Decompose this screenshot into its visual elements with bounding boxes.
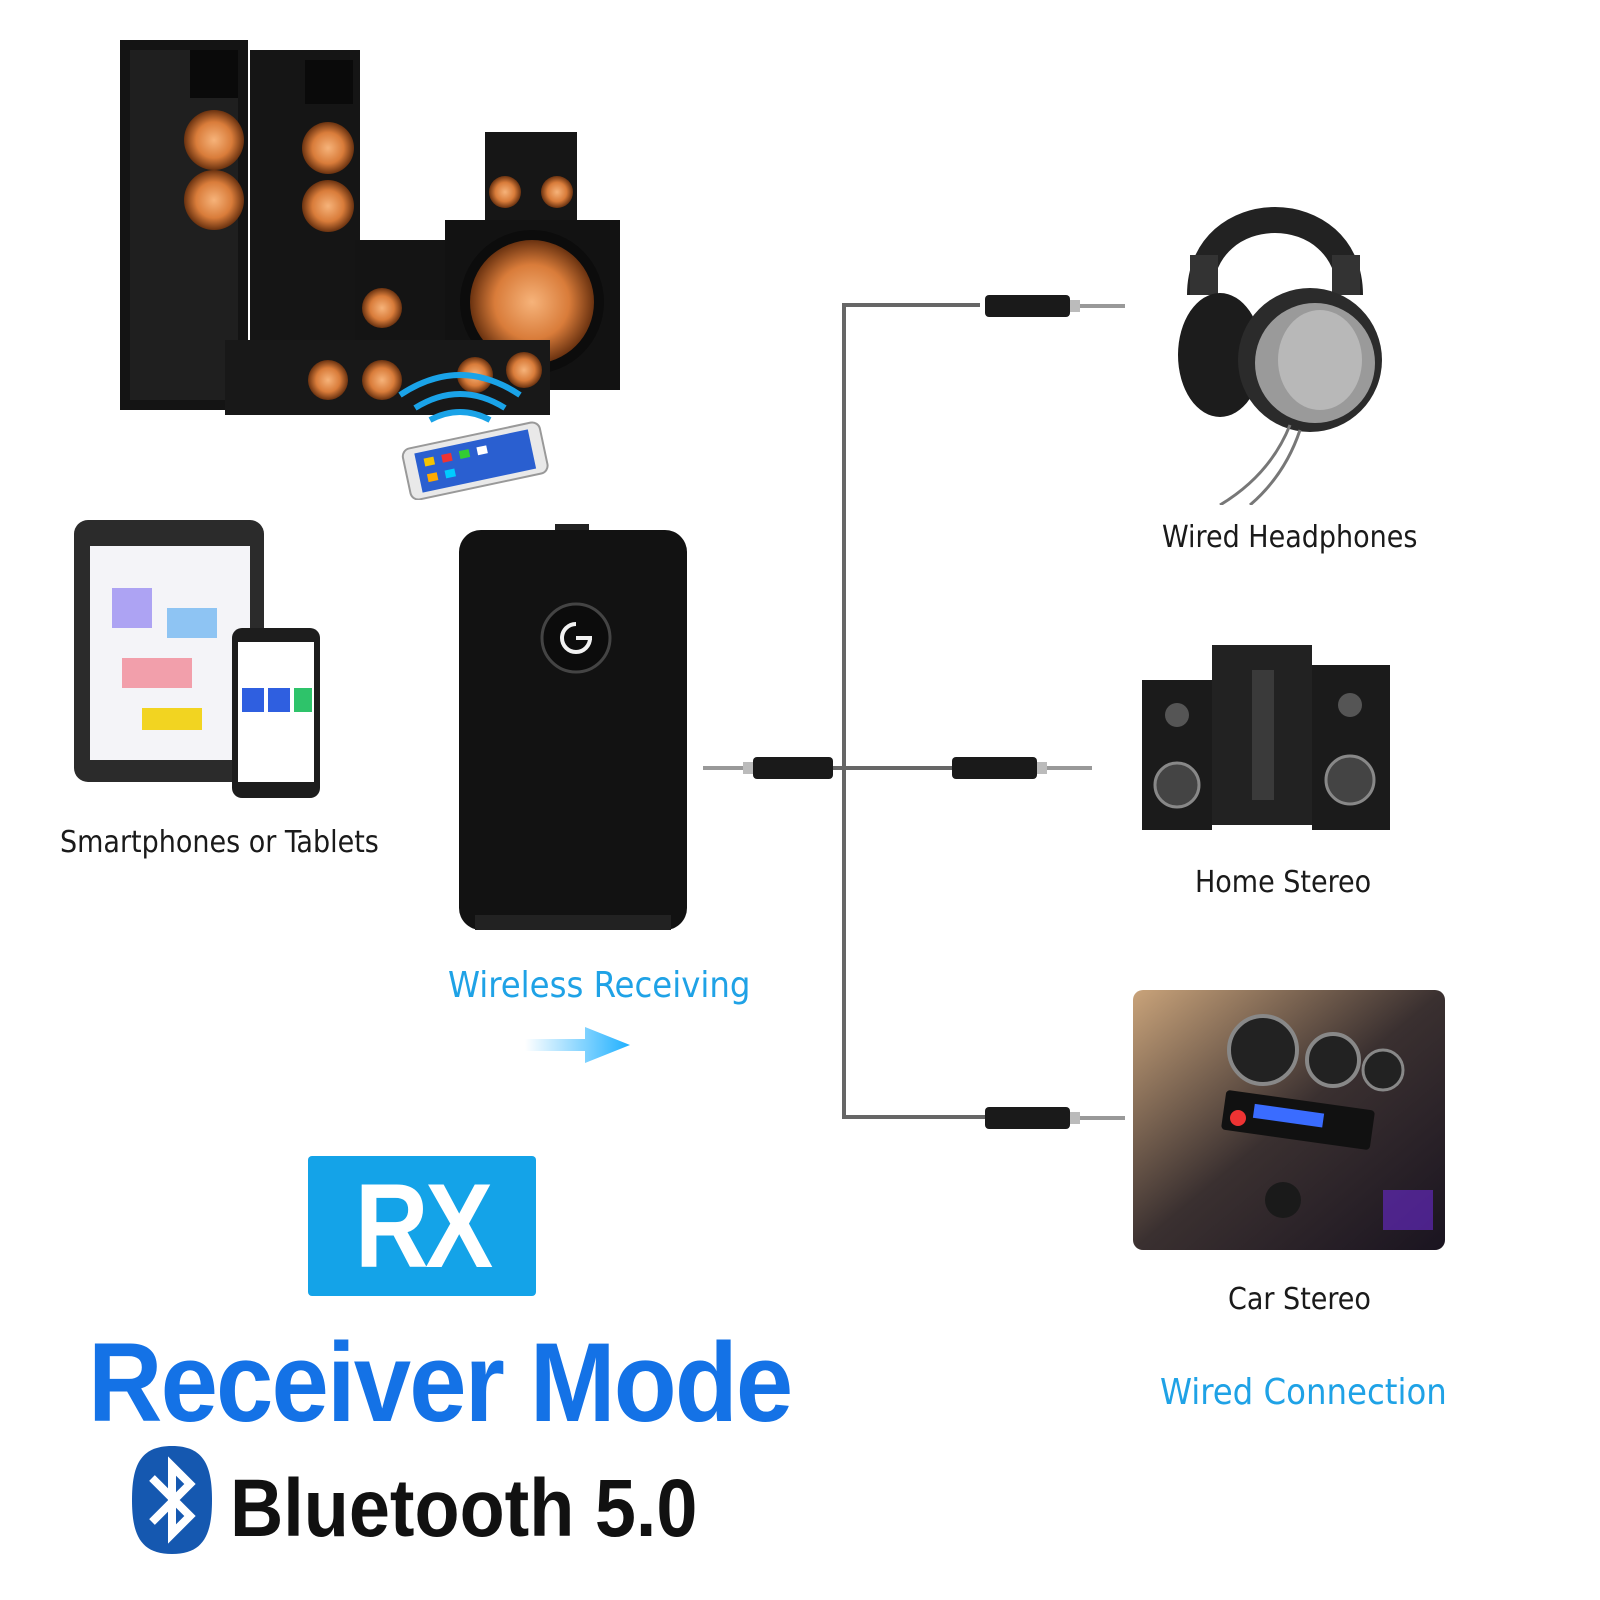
label-wireless: Wireless Receiving [448, 965, 751, 1006]
rx-badge: RX [308, 1156, 536, 1296]
rx-badge-text: RX [354, 1159, 493, 1293]
tablet-icon [74, 520, 320, 798]
aux-plug-icon [985, 1107, 1125, 1129]
phone-icon [401, 421, 549, 500]
power-icon [540, 602, 612, 674]
bluetooth-icon [132, 1446, 212, 1554]
headphones-icon [1178, 207, 1382, 505]
bluetooth-version: Bluetooth 5.0 [230, 1463, 698, 1554]
label-headphones: Wired Headphones [1162, 520, 1418, 555]
home-stereo-icon [1142, 645, 1390, 830]
receiver-device [459, 524, 687, 930]
mode-title: Receiver Mode [88, 1320, 793, 1445]
label-smartphones: Smartphones or Tablets [60, 825, 379, 860]
label-home-stereo: Home Stereo [1195, 865, 1372, 900]
label-wired-connection: Wired Connection [1160, 1372, 1447, 1413]
car-stereo-photo [1133, 990, 1445, 1250]
arrow-icon [525, 1027, 630, 1063]
aux-plug-icon [952, 757, 1092, 779]
aux-plug-icon [703, 757, 833, 779]
aux-plug-icon [985, 295, 1125, 317]
speaker-system-photo [120, 40, 620, 423]
label-car-stereo: Car Stereo [1228, 1282, 1371, 1317]
